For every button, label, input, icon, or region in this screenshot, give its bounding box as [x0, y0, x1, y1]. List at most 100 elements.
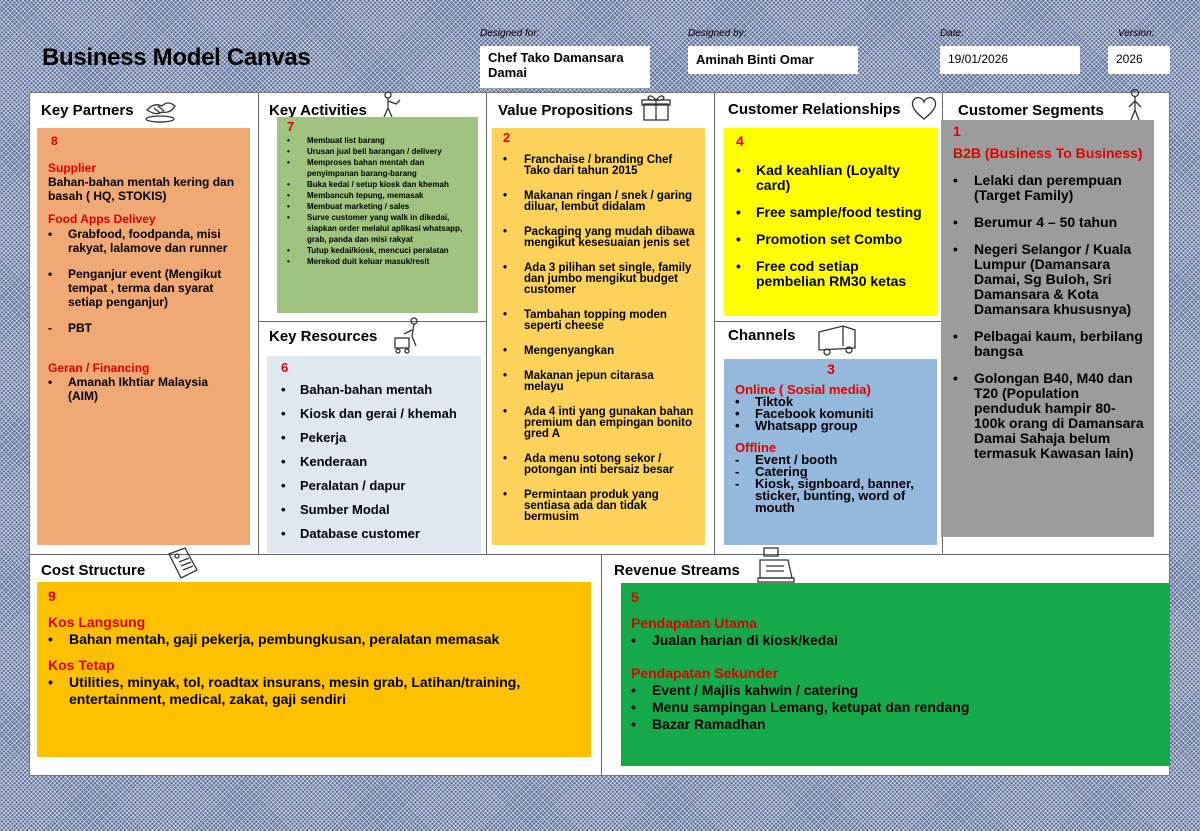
list-item: •Makanan jepun citarasa melayu — [503, 370, 654, 393]
list-item: •Grabfood, foodpanda, misi rakyat, lalam… — [48, 227, 228, 255]
supplier-heading: Supplier — [48, 161, 97, 175]
geran-heading: Geran / Financing — [48, 361, 150, 375]
list-item: •Penganjur event (Mengikut tempat , term… — [48, 267, 222, 309]
price-tag-icon — [163, 546, 199, 580]
customer-relationships-box: 4 •Kad keahlian (Loyalty card) •Free sam… — [724, 128, 937, 316]
list-item: •Peralatan / dapur — [281, 478, 406, 493]
customer-relationships-title: Customer Relationships — [728, 101, 901, 118]
handshake-icon — [142, 96, 178, 124]
list-item: •Buka kedai / setup kiosk dan khemah — [287, 180, 449, 189]
list-item: •Database customer — [281, 526, 420, 541]
list-item: •Lelaki dan perempuan (Target Family) — [953, 172, 1122, 203]
designed-by-field[interactable]: Aminah Binti Omar — [688, 46, 858, 74]
food-apps-heading: Food Apps Delivey — [48, 212, 156, 226]
list-item: •Bahan mentah, gaji pekerja, pembungkusa… — [48, 631, 500, 647]
key-activities-box: 7 •Membuat list barang •Urusan jual beli… — [277, 117, 478, 313]
list-item: •Bahan-bahan mentah — [281, 382, 433, 397]
list-item: •Makanan ringan / snek / garing diluar, … — [503, 190, 693, 213]
cart-worker-icon — [392, 316, 426, 356]
heart-icon — [910, 95, 938, 121]
list-item: •Facebook komuniti — [735, 406, 874, 421]
kos-langsung-heading: Kos Langsung — [48, 614, 146, 630]
designed-for-label: Designed for: — [480, 28, 540, 39]
customer-segments-number: 1 — [953, 123, 961, 139]
list-item: •Berumur 4 – 50 tahun — [953, 214, 1118, 230]
value-propositions-title: Value Propositions — [498, 102, 634, 119]
key-resources-title: Key Resources — [269, 328, 378, 345]
list-item: •Kenderaan — [281, 454, 368, 469]
list-item: •Surve customer yang walk in dikedai, si… — [287, 213, 463, 244]
list-item: •Promotion set Combo — [736, 231, 903, 247]
list-item: •Golongan B40, M40 dan T20 (Population p… — [953, 370, 1144, 461]
list-item: •Event / Majlis kahwin / catering — [631, 682, 859, 698]
list-item: •Tambahan topping moden seperti cheese — [503, 309, 667, 332]
customer-relationships-number: 4 — [736, 133, 744, 149]
divider — [714, 321, 942, 322]
gift-icon — [640, 92, 672, 124]
divider — [486, 93, 487, 554]
list-item: •Ada menu sotong sekor / potongan inti b… — [503, 453, 674, 476]
list-item: •Amanah Ikhtiar Malaysia (AIM) — [48, 375, 209, 403]
page-title: Business Model Canvas — [42, 44, 311, 71]
value-propositions-box: 2 •Franchaise / branding Chef Tako dari … — [492, 128, 705, 545]
key-resources-box: 6 •Bahan-bahan mentah •Kiosk dan gerai /… — [267, 356, 481, 553]
channels-box: 3 Online ( Sosial media) •Tiktok •Facebo… — [724, 359, 937, 545]
list-item: •Urusan jual beli barangan / delivery — [287, 147, 442, 156]
list-item: •Membuat list barang — [287, 136, 385, 145]
list-item: •Merekod duit keluar masuk/resit — [287, 257, 430, 266]
designed-by-label: Designed by: — [688, 28, 747, 39]
list-item: •Mengenyangkan — [503, 345, 615, 357]
truck-icon — [815, 322, 859, 358]
date-field[interactable]: 19/01/2026 — [940, 46, 1080, 74]
kos-tetap-heading: Kos Tetap — [48, 657, 115, 673]
list-item: •Membancuh tepung, memasak — [287, 191, 424, 200]
list-item: •Menu sampingan Lemang, ketupat dan rend… — [631, 699, 970, 715]
list-item: •Kad keahlian (Loyalty card) — [736, 162, 900, 193]
cash-register-icon — [756, 546, 796, 584]
list-item: •Negeri Selangor / Kuala Lumpur (Damansa… — [953, 241, 1132, 317]
key-partners-box: 8 Supplier Bahan-bahan mentah kering dan… — [37, 128, 250, 545]
designed-for-field[interactable]: Chef Tako Damansara Damai — [480, 46, 650, 88]
divider — [714, 93, 715, 554]
list-item: •Utilities, minyak, tol, roadtax insuran… — [48, 674, 521, 707]
worker-icon — [376, 90, 404, 120]
list-item: •Whatsapp group — [735, 418, 858, 433]
offline-heading: Offline — [735, 440, 777, 455]
list-item: •Tiktok — [735, 394, 794, 409]
list-item: -Kiosk, signboard, banner, sticker, bunt… — [735, 476, 914, 515]
customer-segments-title: Customer Segments — [958, 102, 1104, 119]
cost-structure-box: 9 Kos Langsung •Bahan mentah, gaji peker… — [37, 582, 591, 757]
list-item: •Franchaise / branding Chef Tako dari ta… — [503, 154, 673, 177]
cost-structure-title: Cost Structure — [41, 562, 146, 579]
list-item: •Packaging yang mudah dibawa mengikut ke… — [503, 226, 695, 249]
version-label: Version: — [1118, 28, 1155, 39]
list-item: •Pekerja — [281, 430, 347, 445]
list-item: •Free cod setiap pembelian RM30 ketas — [736, 258, 907, 289]
divider — [601, 554, 602, 776]
divider — [258, 321, 486, 322]
key-activities-number: 7 — [287, 119, 295, 134]
value-propositions-number: 2 — [503, 130, 511, 145]
revenue-streams-box: 5 Pendapatan Utama •Jualan harian di kio… — [621, 583, 1169, 766]
revenue-streams-title: Revenue Streams — [614, 562, 740, 579]
divider — [30, 554, 1170, 555]
list-item: -Catering — [735, 464, 808, 479]
date-label: Date: — [940, 28, 964, 39]
list-item: •Tutup kedai/kiosk, mencuci peralatan — [287, 246, 449, 255]
list-item: •Free sample/food testing — [736, 204, 922, 220]
list-item: •Jualan harian di kiosk/kedai — [631, 632, 838, 648]
list-item: •Sumber Modal — [281, 502, 390, 517]
list-item: •Ada 3 pilihan set single, family dan ju… — [503, 262, 692, 296]
list-item: •Bazar Ramadhan — [631, 716, 766, 732]
list-item: •Permintaan produk yang sentiasa ada dan… — [503, 489, 659, 523]
version-field[interactable]: 2026 — [1108, 46, 1170, 74]
list-item: •Memproses bahan mentah dan penyimpanan … — [287, 158, 425, 178]
cost-structure-number: 9 — [48, 588, 56, 604]
list-item: •Ada 4 inti yang gunakan bahan premium d… — [503, 406, 694, 440]
online-heading: Online ( Sosial media) — [735, 382, 871, 397]
divider — [258, 93, 259, 554]
b2b-heading: B2B (Business To Business) — [953, 145, 1143, 161]
revenue-streams-number: 5 — [631, 589, 639, 605]
pendapatan-sekunder-heading: Pendapatan Sekunder — [631, 665, 779, 681]
list-item: •Pelbagai kaum, berbilang bangsa — [953, 328, 1143, 359]
